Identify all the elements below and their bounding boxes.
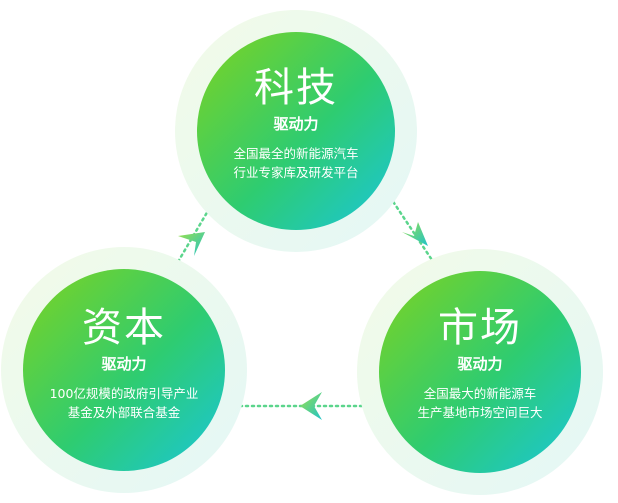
node-subtitle: 驱动力 bbox=[101, 355, 147, 373]
description-line: 全国最全的新能源汽车 bbox=[233, 146, 359, 161]
capital-core bbox=[23, 269, 225, 471]
market-core bbox=[379, 271, 581, 473]
node-capital: 资本 驱动力 100亿规模的政府引导产业 基金及外部联合基金 bbox=[14, 306, 234, 422]
node-market: 市场 驱动力 全国最大的新能源车 生产基地市场空间巨大 bbox=[370, 306, 590, 422]
node-subtitle: 驱动力 bbox=[457, 355, 503, 373]
tech-core bbox=[197, 32, 395, 230]
node-subtitle: 驱动力 bbox=[273, 115, 319, 133]
arrow-icon bbox=[402, 222, 428, 246]
description-line: 100亿规模的政府引导产业 bbox=[49, 386, 199, 401]
node-tech: 科技 驱动力 全国最全的新能源汽车 行业专家库及研发平台 bbox=[186, 66, 406, 182]
node-description: 全国最大的新能源车 生产基地市场空间巨大 bbox=[370, 384, 590, 422]
arrow-icon bbox=[178, 232, 205, 256]
node-description: 100亿规模的政府引导产业 基金及外部联合基金 bbox=[14, 384, 234, 422]
description-line: 生产基地市场空间巨大 bbox=[417, 405, 543, 420]
node-description: 全国最全的新能源汽车 行业专家库及研发平台 bbox=[186, 144, 406, 182]
arrow-icon bbox=[300, 392, 322, 420]
node-title: 资本 bbox=[82, 305, 166, 351]
connector-market-to-capital bbox=[236, 392, 382, 420]
node-title: 市场 bbox=[438, 305, 522, 351]
description-line: 基金及外部联合基金 bbox=[67, 405, 181, 420]
description-line: 行业专家库及研发平台 bbox=[233, 165, 359, 180]
description-line: 全国最大的新能源车 bbox=[423, 386, 537, 401]
node-title: 科技 bbox=[254, 65, 338, 111]
